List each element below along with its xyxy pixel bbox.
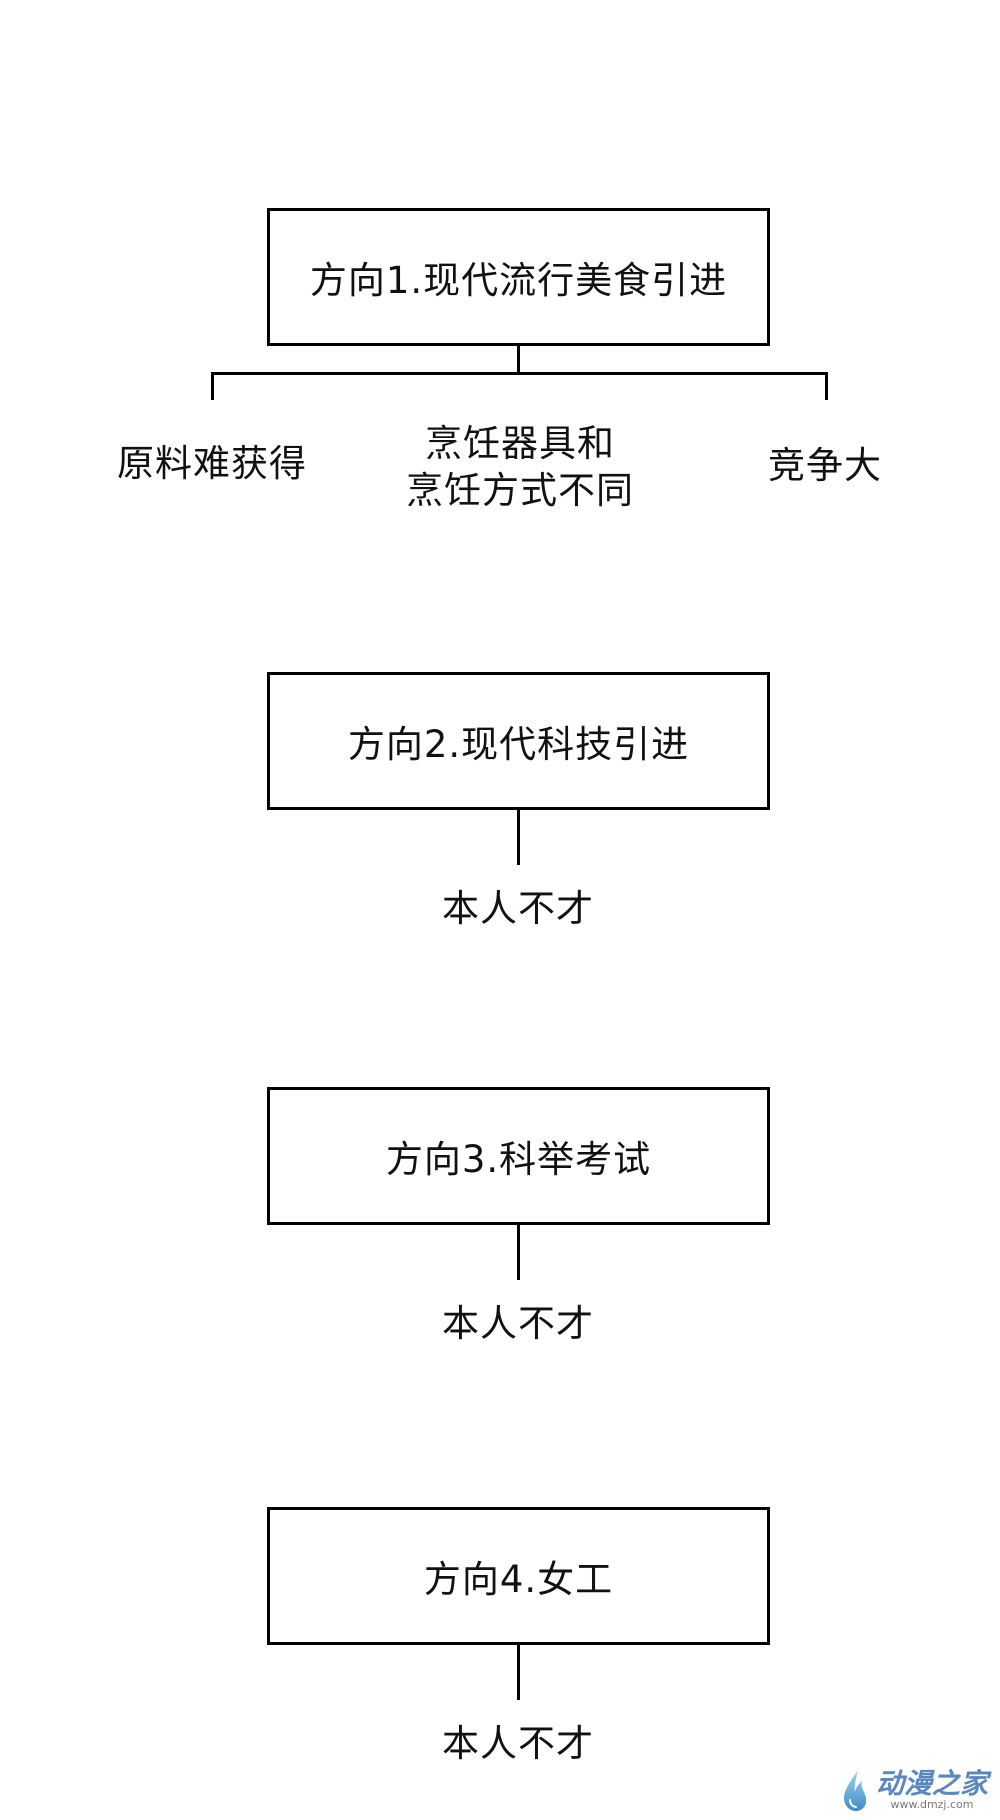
direction-1-stem (517, 346, 520, 374)
direction-1-branch-2-label: 烹饪器具和 烹饪方式不同 (406, 422, 634, 512)
direction-1-title: 方向1.现代流行美食引进 (309, 259, 728, 302)
watermark-title: 动漫之家 (875, 1767, 988, 1800)
watermark: 动漫之家 www.dmzj.com (840, 1768, 988, 1812)
direction-4-title: 方向4.女工 (423, 1558, 614, 1601)
direction-1-box: 方向1.现代流行美食引进 (267, 208, 770, 346)
direction-2-title: 方向2.现代科技引进 (347, 723, 690, 766)
direction-3-box: 方向3.科举考试 (267, 1087, 770, 1225)
direction-1-branch-left-drop (211, 372, 214, 400)
droplet-logo-icon (843, 1770, 867, 1811)
watermark-url: www.dmzj.com (890, 1798, 974, 1811)
direction-4-stem (517, 1645, 520, 1700)
direction-3-title: 方向3.科举考试 (385, 1138, 652, 1181)
direction-1-branch-1-label: 原料难获得 (117, 442, 307, 485)
direction-1-branch-3-label: 竞争大 (768, 444, 882, 487)
direction-2-stem (517, 810, 520, 865)
direction-1-branch-right-drop (825, 372, 828, 400)
direction-4-box: 方向4.女工 (267, 1507, 770, 1645)
direction-2-branch-label: 本人不才 (442, 887, 594, 930)
direction-1-branch-bar (211, 372, 828, 375)
direction-3-branch-label: 本人不才 (442, 1302, 594, 1345)
direction-3-stem (517, 1225, 520, 1280)
direction-4-branch-label: 本人不才 (442, 1722, 594, 1765)
direction-2-box: 方向2.现代科技引进 (267, 672, 770, 810)
